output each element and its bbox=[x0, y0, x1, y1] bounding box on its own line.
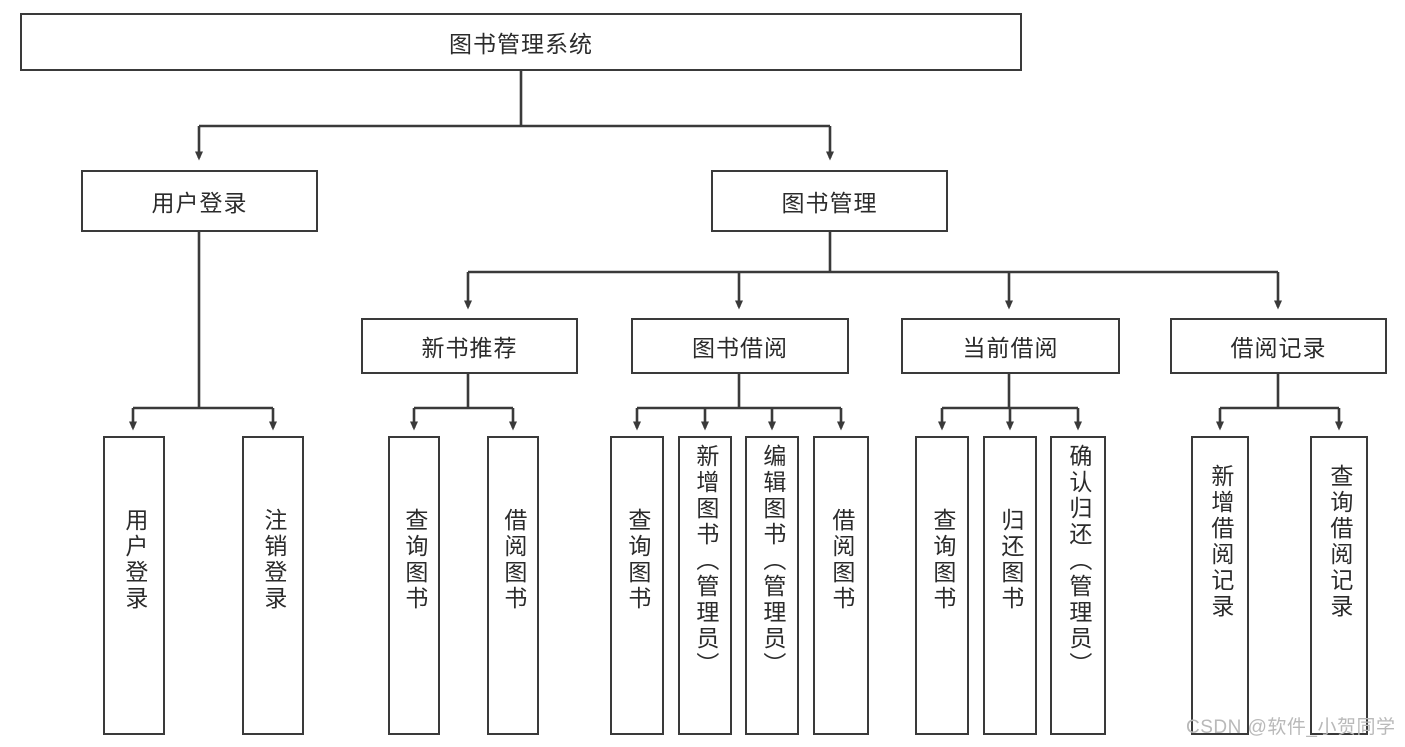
leaf-query-book-current[interactable]: 查询图书 bbox=[915, 436, 969, 735]
leaf-user-login[interactable]: 用户登录 bbox=[103, 436, 165, 735]
leaf-query-book-recommend[interactable]: 查询图书 bbox=[388, 436, 440, 735]
leaf-query-book-recommend-label: 查询图书 bbox=[401, 508, 428, 612]
node-borrow-record-label: 借阅记录 bbox=[1230, 335, 1327, 361]
leaf-return-book[interactable]: 归还图书 bbox=[983, 436, 1037, 735]
leaf-logout-login[interactable]: 注销登录 bbox=[242, 436, 304, 735]
node-current-borrow-label: 当前借阅 bbox=[962, 335, 1059, 361]
node-root-label: 图书管理系统 bbox=[449, 31, 593, 57]
node-current-borrow[interactable]: 当前借阅 bbox=[901, 318, 1120, 374]
leaf-confirm-return-admin[interactable]: 确认归还（管理员） bbox=[1050, 436, 1106, 735]
node-user-login-label: 用户登录 bbox=[151, 190, 248, 216]
node-book-management[interactable]: 图书管理 bbox=[711, 170, 948, 232]
leaf-edit-book-admin[interactable]: 编辑图书（管理员） bbox=[745, 436, 799, 735]
node-book-management-label: 图书管理 bbox=[781, 190, 878, 216]
node-new-book-recommend[interactable]: 新书推荐 bbox=[361, 318, 578, 374]
node-book-borrow[interactable]: 图书借阅 bbox=[631, 318, 849, 374]
leaf-query-borrow-record[interactable]: 查询借阅记录 bbox=[1310, 436, 1368, 735]
node-book-borrow-label: 图书借阅 bbox=[692, 335, 788, 361]
leaf-query-book-current-label: 查询图书 bbox=[929, 508, 956, 612]
node-user-login[interactable]: 用户登录 bbox=[81, 170, 318, 232]
leaf-edit-book-admin-label: 编辑图书（管理员） bbox=[759, 444, 786, 678]
leaf-user-login-label: 用户登录 bbox=[121, 508, 148, 612]
leaf-borrow-book-recommend-label: 借阅图书 bbox=[500, 508, 527, 612]
leaf-borrow-book[interactable]: 借阅图书 bbox=[813, 436, 869, 735]
leaf-return-book-label: 归还图书 bbox=[997, 508, 1024, 612]
leaf-add-borrow-record-label: 新增借阅记录 bbox=[1207, 464, 1234, 620]
watermark: CSDN @软件_小贺同学 bbox=[1186, 717, 1396, 738]
leaf-add-book-admin[interactable]: 新增图书（管理员） bbox=[678, 436, 732, 735]
leaf-borrow-book-recommend[interactable]: 借阅图书 bbox=[487, 436, 539, 735]
leaf-borrow-book-label: 借阅图书 bbox=[828, 508, 855, 612]
leaf-logout-login-label: 注销登录 bbox=[260, 508, 287, 612]
node-root[interactable]: 图书管理系统 bbox=[20, 13, 1022, 71]
leaf-query-borrow-record-label: 查询借阅记录 bbox=[1326, 464, 1353, 620]
node-borrow-record[interactable]: 借阅记录 bbox=[1170, 318, 1387, 374]
leaf-confirm-return-admin-label: 确认归还（管理员） bbox=[1065, 444, 1092, 678]
leaf-query-book-borrow-label: 查询图书 bbox=[624, 508, 651, 612]
leaf-add-book-admin-label: 新增图书（管理员） bbox=[692, 444, 719, 678]
leaf-query-book-borrow[interactable]: 查询图书 bbox=[610, 436, 664, 735]
node-new-book-recommend-label: 新书推荐 bbox=[421, 335, 518, 361]
leaf-add-borrow-record[interactable]: 新增借阅记录 bbox=[1191, 436, 1249, 735]
